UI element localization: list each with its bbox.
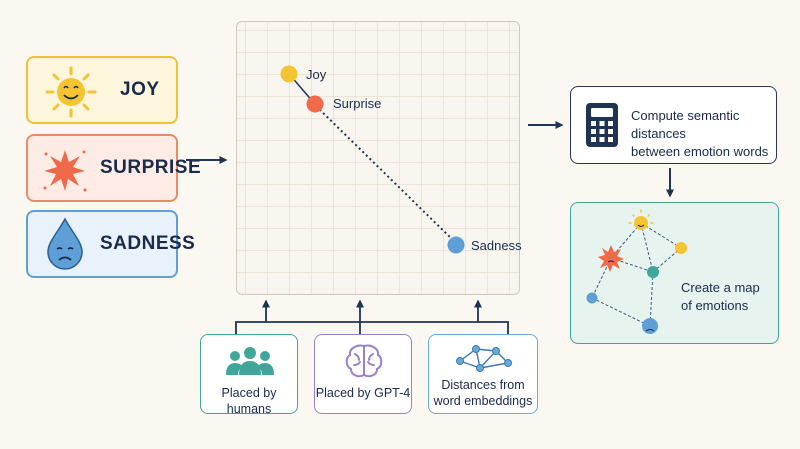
joy-point-label: Joy: [306, 67, 327, 82]
surprise-card: SURPRISE: [26, 134, 201, 202]
gpt4-source-card: Placed by GPT-4: [314, 334, 412, 414]
embeddings-source-label-line1: Distances from: [441, 378, 525, 392]
compute-line2: between emotion words: [631, 144, 769, 159]
joy-label: JOY: [120, 79, 160, 100]
sadness-point-label: Sadness: [471, 238, 522, 253]
calculator-icon: [586, 103, 618, 147]
compute-distances-card: Compute semantic distances between emoti…: [570, 86, 777, 164]
sadness-point: [447, 236, 465, 254]
sad-teardrop-icon: [47, 217, 83, 270]
embeddings-source-label-line2: word embeddings: [433, 394, 533, 408]
surprise-point: [306, 95, 324, 113]
joy-point: [280, 65, 298, 83]
emotion-plot: [236, 21, 520, 295]
humans-source-card: Placed by humans: [200, 334, 298, 416]
joy-card: JOY: [26, 56, 178, 124]
starburst-icon: [43, 150, 87, 192]
emotion-map-card: Create a map of emotions: [570, 202, 779, 344]
gpt4-source-label: Placed by GPT-4: [315, 386, 411, 400]
map-line1: Create a map: [681, 280, 760, 295]
humans-source-label: Placed by humans: [221, 386, 277, 416]
brain-icon: [345, 344, 383, 378]
map-line2: of emotions: [681, 298, 749, 313]
emotion-network-icon: [586, 209, 687, 334]
compute-line1: Compute semantic distances: [631, 108, 740, 141]
surprise-label: SURPRISE: [100, 157, 202, 178]
surprise-sadness-distance: [315, 105, 457, 244]
embeddings-source-card: Distances from word embeddings: [428, 334, 538, 414]
sun-smiley-icon: [45, 66, 97, 118]
sadness-label: SADNESS: [100, 233, 196, 254]
sadness-card: SADNESS: [26, 210, 195, 278]
network-graph-icon: [456, 345, 512, 372]
surprise-point-label: Surprise: [333, 96, 381, 111]
people-group-icon: [226, 347, 274, 375]
sources-bracket: [235, 321, 509, 334]
